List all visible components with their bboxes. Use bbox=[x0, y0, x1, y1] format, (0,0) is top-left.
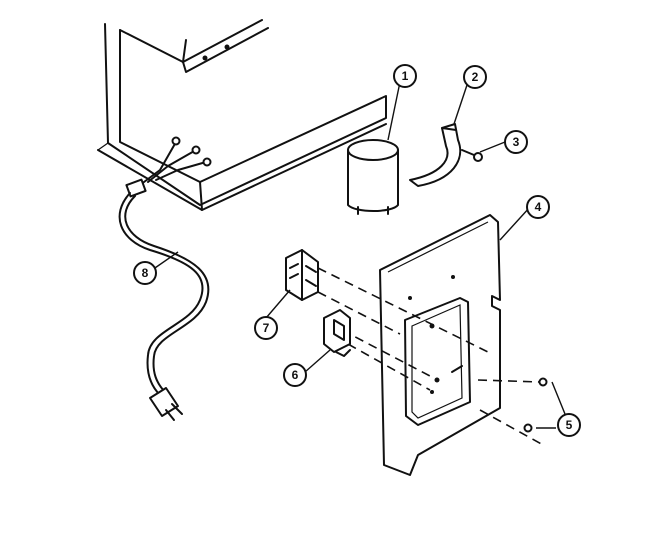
power-cord bbox=[118, 192, 210, 421]
callout-4: 4 bbox=[526, 195, 550, 219]
control-panel bbox=[379, 214, 501, 476]
callout-2: 2 bbox=[463, 65, 487, 89]
callout-5: 5 bbox=[557, 413, 581, 437]
bracket-screw bbox=[461, 149, 483, 162]
svg-text:7: 7 bbox=[263, 321, 270, 335]
callout-1: 1 bbox=[393, 64, 417, 88]
callout-8: 8 bbox=[133, 261, 157, 285]
leader-lines bbox=[151, 81, 566, 429]
callout-6: 6 bbox=[283, 363, 307, 387]
callout-3: 3 bbox=[504, 130, 528, 154]
svg-text:4: 4 bbox=[535, 200, 542, 214]
wire-harness bbox=[125, 136, 212, 198]
svg-text:2: 2 bbox=[472, 70, 479, 84]
callout-7: 7 bbox=[254, 316, 278, 340]
svg-text:3: 3 bbox=[513, 135, 520, 149]
panel-screws bbox=[523, 377, 548, 433]
capacitor bbox=[347, 139, 399, 215]
switch bbox=[285, 249, 319, 301]
svg-text:6: 6 bbox=[292, 368, 299, 382]
svg-text:5: 5 bbox=[566, 418, 573, 432]
svg-text:1: 1 bbox=[402, 69, 409, 83]
capacitor-bracket bbox=[409, 123, 462, 187]
cabinet bbox=[97, 19, 387, 211]
thermostat bbox=[323, 309, 351, 357]
alignment-lines bbox=[317, 267, 546, 447]
svg-text:8: 8 bbox=[142, 266, 149, 280]
